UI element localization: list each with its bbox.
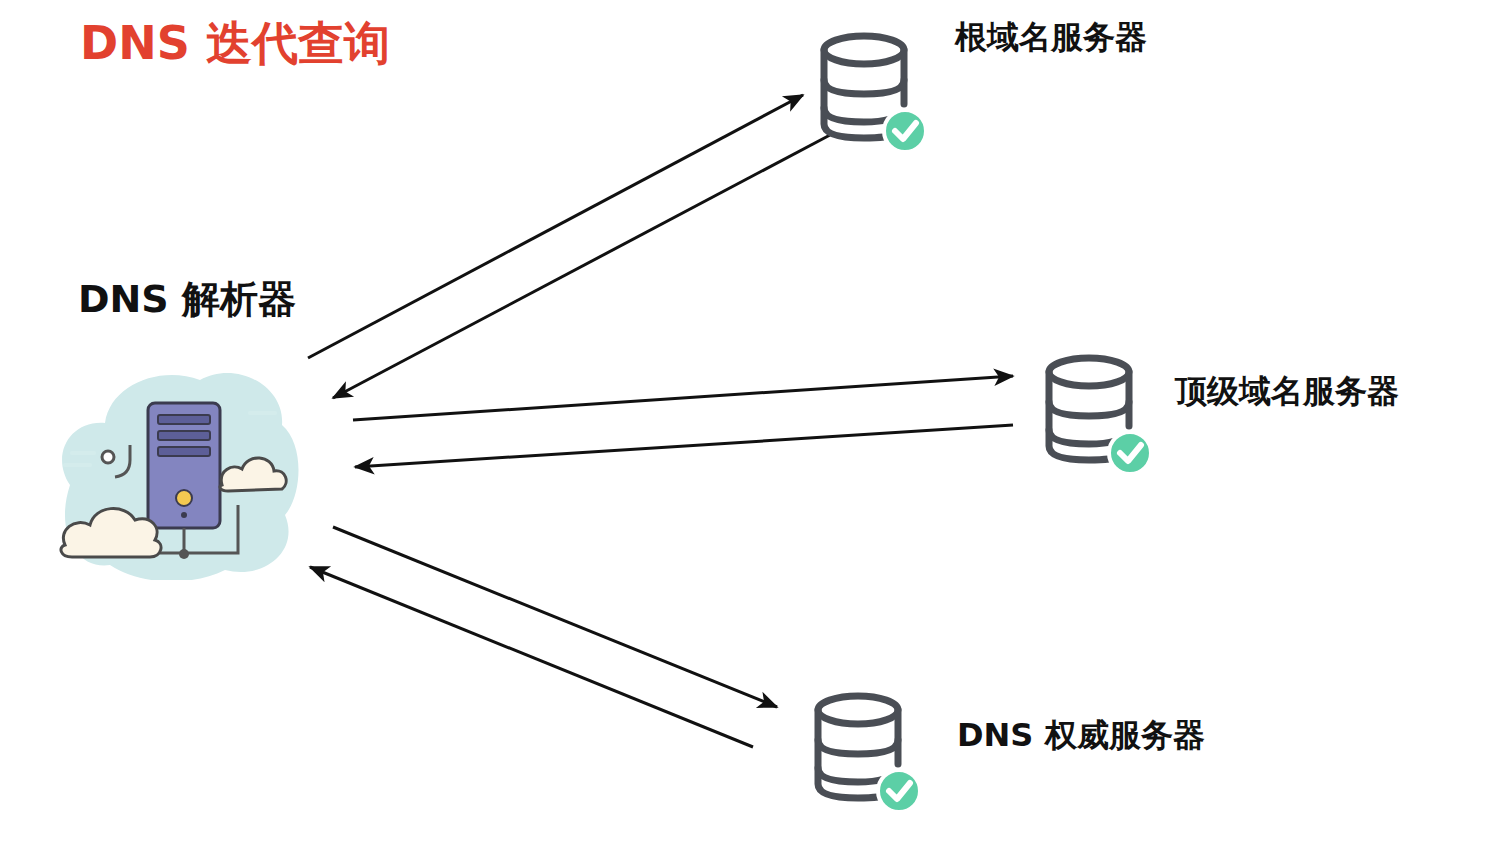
node-label: DNS 解析器 — [78, 279, 296, 321]
database-icon — [818, 30, 928, 155]
root-server-node: 根域名服务器 — [818, 30, 928, 155]
query-arrow — [310, 567, 753, 747]
resolver-node: DNS 解析器 — [50, 365, 300, 580]
query-arrow — [355, 425, 1013, 467]
node-label: 顶级域名服务器 — [1175, 374, 1399, 409]
authoritative-server-node: DNS 权威服务器 — [812, 690, 922, 815]
diagram-title: DNS 迭代查询 — [80, 18, 390, 69]
query-arrow — [353, 376, 1013, 420]
node-label: 根域名服务器 — [955, 20, 1147, 55]
tld-server-node: 顶级域名服务器 — [1043, 352, 1153, 477]
resolver-server-icon — [50, 365, 300, 580]
query-arrow — [308, 95, 803, 358]
database-icon — [1043, 352, 1153, 477]
query-arrow — [333, 135, 830, 398]
database-icon — [812, 690, 922, 815]
node-label: DNS 权威服务器 — [957, 718, 1205, 753]
query-arrow — [333, 527, 777, 707]
